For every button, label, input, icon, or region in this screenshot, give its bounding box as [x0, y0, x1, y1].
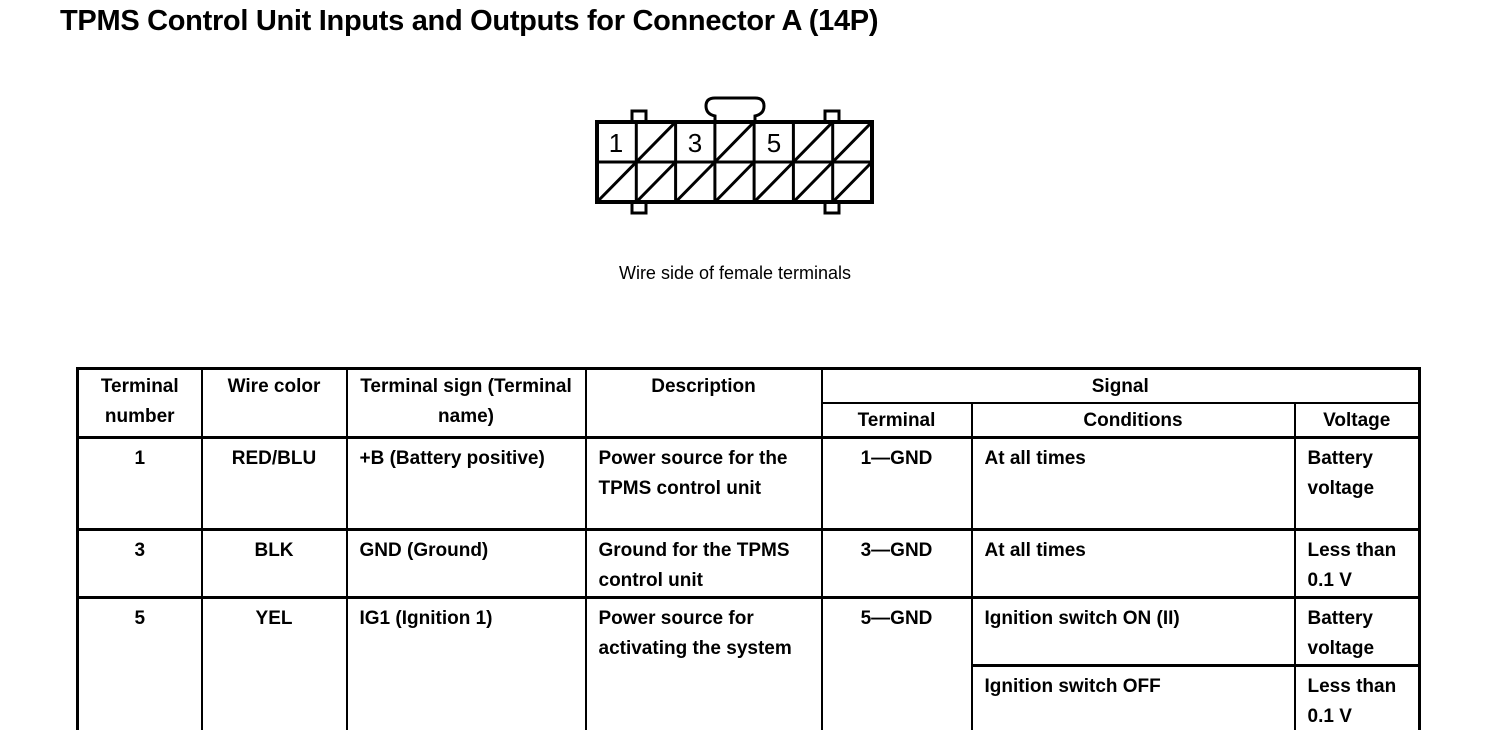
connector-caption: Wire side of female terminals: [618, 263, 852, 283]
cell-wire-color: BLK: [200, 528, 348, 599]
page-title: TPMS Control Unit Inputs and Outputs for…: [60, 5, 879, 37]
cell-terminal-number: 3: [76, 528, 203, 599]
column-header-conditions: Conditions: [970, 402, 1296, 439]
pin-label: 1: [609, 128, 623, 158]
cell-signal-terminal: 5—GND: [820, 596, 973, 730]
table-row: 1 RED/BLU +B (Battery positive) Power so…: [76, 436, 1421, 531]
cell-description: Ground for the TPMS control unit: [584, 528, 823, 599]
connector-14p-drawing: 1 3 5: [595, 96, 874, 215]
cell-signal-terminal: 1—GND: [820, 436, 973, 531]
pin-label: 5: [767, 128, 781, 158]
cell-terminal-sign: +B (Battery positive): [345, 436, 587, 531]
cell-terminal-sign: IG1 (Ignition 1): [345, 596, 587, 730]
cell-conditions: At all times: [970, 528, 1296, 599]
cell-voltage: Less than 0.1 V: [1293, 664, 1421, 730]
column-header-description: Description: [584, 367, 823, 439]
cell-description: Power source for the TPMS control unit: [584, 436, 823, 531]
cell-conditions: Ignition switch ON (II): [970, 596, 1296, 667]
header-row: Terminal number Wire color Terminal sign…: [76, 367, 1421, 439]
connector-diagram: 1 3 5: [585, 90, 885, 225]
column-header-wire-color: Wire color: [200, 367, 348, 439]
cell-conditions: At all times: [970, 436, 1296, 531]
column-header-voltage: Voltage: [1293, 402, 1421, 439]
cell-wire-color: YEL: [200, 596, 348, 730]
column-header-signal-terminal: Terminal: [820, 402, 973, 439]
table-row: 5 YEL IG1 (Ignition 1) Power source for …: [76, 596, 1421, 730]
pin-label: 3: [688, 128, 702, 158]
cell-signal-terminal: 3—GND: [820, 528, 973, 599]
cell-terminal-sign: GND (Ground): [345, 528, 587, 599]
cell-wire-color: RED/BLU: [200, 436, 348, 531]
column-header-terminal-number: Terminal number: [76, 367, 203, 439]
connector-hatching: [595, 120, 874, 204]
connector-latch: [704, 96, 766, 124]
table-row: 3 BLK GND (Ground) Ground for the TPMS c…: [76, 528, 1421, 599]
table-row: Ignition switch OFF Less than 0.1 V: [78, 664, 1421, 730]
cell-terminal-number: 5: [76, 596, 203, 730]
cell-voltage: Less than 0.1 V: [1293, 528, 1421, 599]
cell-conditions: Ignition switch OFF: [970, 664, 1296, 730]
cell-terminal-number: 1: [76, 436, 203, 531]
column-header-signal: Signal: [820, 367, 1421, 404]
cell-voltage: Battery voltage: [1293, 596, 1421, 667]
cell-description: Power source for activating the system: [584, 596, 823, 730]
column-header-terminal-sign: Terminal sign (Terminal name): [345, 367, 587, 439]
cell-voltage: Battery voltage: [1293, 436, 1421, 531]
io-table: Terminal number Wire color Terminal sign…: [76, 367, 1422, 730]
header-row-signal-sub: Terminal Conditions Voltage: [78, 402, 1421, 439]
